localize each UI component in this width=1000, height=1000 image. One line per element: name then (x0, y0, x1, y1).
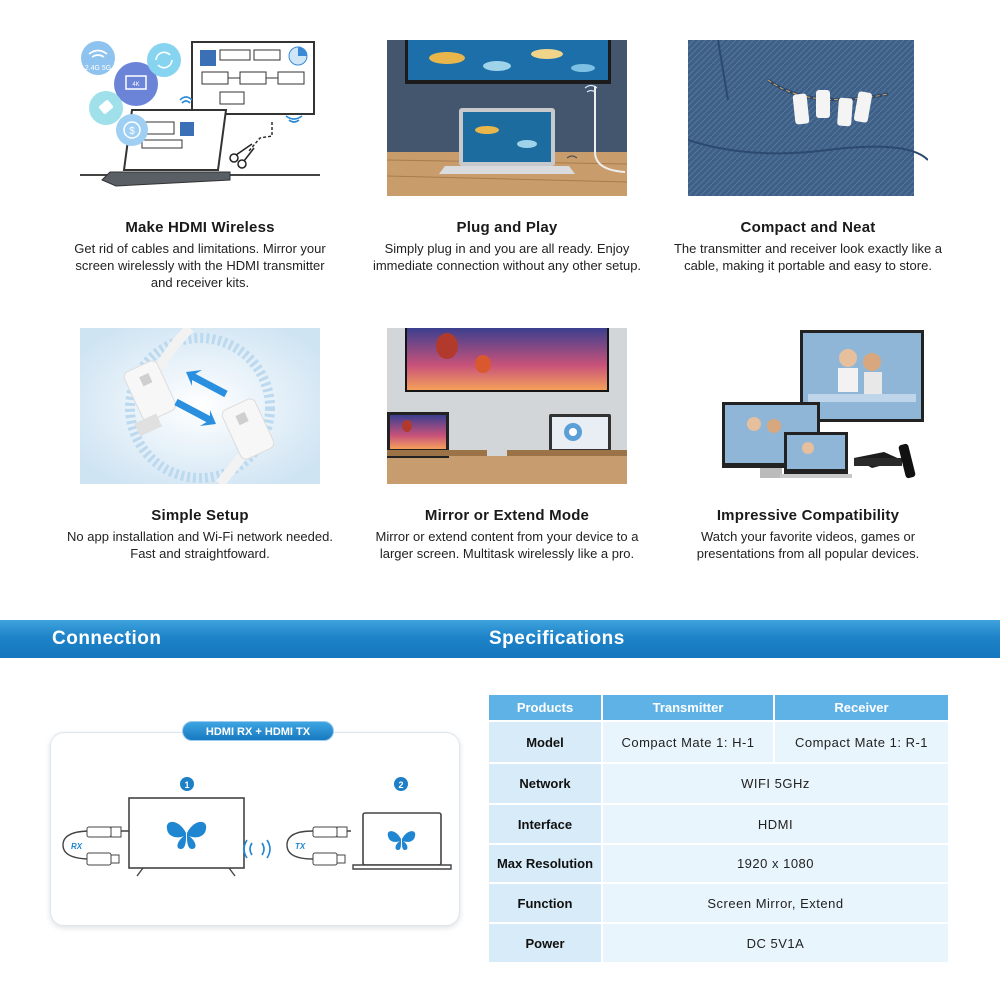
wifi-icon (88, 49, 108, 58)
feature-title: Compact and Neat (740, 219, 876, 236)
header-transmitter: Transmitter (603, 695, 775, 720)
spec-value: HDMI (603, 803, 948, 843)
wireless-laptop-illustration: 2.4G 5G 4K $ (80, 40, 320, 196)
sync-icon (155, 51, 173, 69)
feature-mirror-or-extend: Mirror or Extend Mode Mirror or extend c… (357, 328, 657, 562)
spec-row-function: Function Screen Mirror, Extend (489, 882, 948, 922)
specifications-table: Products Transmitter Receiver Model Comp… (489, 695, 948, 962)
feature-description: The transmitter and receiver look exactl… (673, 241, 943, 273)
feature-compact-and-neat: Compact and Neat The transmitter and rec… (658, 40, 958, 274)
section-header-band: Connection Specifications (0, 620, 1000, 658)
feature-description: Watch your favorite videos, games or pre… (696, 529, 920, 561)
spec-value: WIFI 5GHz (603, 762, 948, 803)
butterfly-logo-icon (166, 821, 207, 849)
spec-row-model: Model Compact Mate 1: H-1 Compact Mate 1… (489, 720, 948, 762)
spec-row-interface: Interface HDMI (489, 803, 948, 843)
dollar-icon: $ (123, 121, 141, 139)
feature-description: No app installation and Wi-Fi network ne… (67, 529, 333, 561)
usb-icon (99, 100, 113, 114)
feature-title: Make HDMI Wireless (125, 219, 275, 236)
screen-badge-label: 4K (132, 82, 139, 88)
feature-title: Plug and Play (456, 219, 558, 236)
spec-value: Screen Mirror, Extend (603, 882, 948, 922)
spec-label: Network (489, 762, 603, 803)
step-2-badge: 2 (398, 780, 403, 790)
svg-text:$: $ (129, 126, 135, 137)
spec-value: DC 5V1A (603, 922, 948, 962)
feature-impressive-compatibility: Impressive Compatibility Watch your favo… (658, 328, 958, 562)
spec-label: Interface (489, 803, 603, 843)
jeans-pocket-photo (688, 40, 928, 196)
butterfly-logo-icon (387, 831, 416, 850)
spec-row-max-resolution: Max Resolution 1920 x 1080 (489, 843, 948, 882)
spec-header-row: Products Transmitter Receiver (489, 695, 948, 720)
spec-row-power: Power DC 5V1A (489, 922, 948, 962)
spec-label: Function (489, 882, 603, 922)
hdmi-dongles-illustration (80, 328, 320, 484)
spec-label: Model (489, 720, 603, 762)
transfer-arrows-icon (174, 370, 228, 426)
devices-photo (688, 328, 928, 484)
spec-value-receiver: Compact Mate 1: R-1 (775, 720, 948, 762)
feature-description: Get rid of cables and limitations. Mirro… (74, 241, 326, 290)
feature-make-hdmi-wireless: 2.4G 5G 4K $ Make HDMI Wireless Get rid … (50, 40, 350, 291)
feature-title: Impressive Compatibility (716, 507, 900, 524)
feature-description: Mirror or extend content from your devic… (375, 529, 639, 561)
connection-heading: Connection (52, 628, 162, 649)
wifi-badge-label: 2.4G 5G (85, 65, 111, 72)
rx-label: RX (71, 842, 83, 851)
spec-value: 1920 x 1080 (603, 843, 948, 882)
wireless-signal-icon (243, 839, 271, 859)
scissors-icon (229, 143, 255, 169)
spec-label: Power (489, 922, 603, 962)
tx-dongle-icon (286, 826, 351, 866)
connection-diagram: 1 2 RX (50, 732, 460, 926)
specifications-heading: Specifications (489, 628, 625, 649)
feature-plug-and-play: Plug and Play Simply plug in and you are… (357, 40, 657, 274)
balloon-screens-photo (387, 328, 627, 484)
feature-description: Simply plug in and you are all ready. En… (372, 241, 642, 273)
feature-title: Mirror or Extend Mode (424, 507, 590, 524)
header-receiver: Receiver (775, 695, 948, 720)
feature-simple-setup: Simple Setup No app installation and Wi-… (50, 328, 350, 562)
spec-row-network: Network WIFI 5GHz (489, 762, 948, 803)
tv-icon (128, 797, 245, 877)
connection-pill-label: HDMI RX + HDMI TX (182, 721, 334, 741)
feature-title: Simple Setup (151, 507, 249, 524)
step-1-badge: 1 (184, 780, 189, 790)
tv-laptop-photo (387, 40, 627, 196)
spec-value-transmitter: Compact Mate 1: H-1 (603, 720, 775, 762)
rx-dongle-icon (62, 826, 129, 866)
header-products: Products (489, 695, 603, 720)
tx-label: TX (295, 842, 306, 851)
spec-label: Max Resolution (489, 843, 603, 882)
